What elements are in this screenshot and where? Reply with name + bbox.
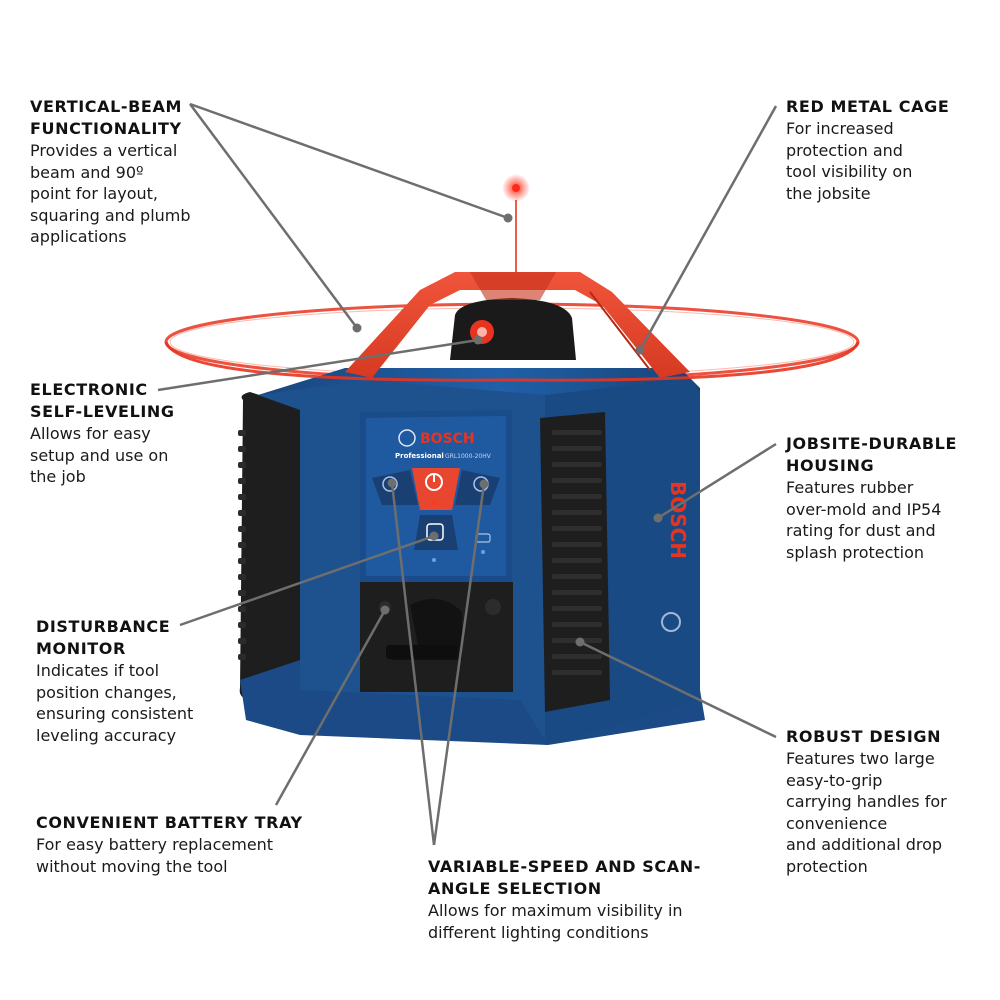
front-series-label: Professional — [395, 452, 444, 460]
callout-title: JOBSITE-DURABLE HOUSING — [786, 434, 958, 475]
callout-convenient-battery-tray: CONVENIENT BATTERY TRAY For easy battery… — [36, 812, 336, 877]
callout-title: ELECTRONIC SELF-LEVELING — [30, 380, 175, 421]
vertical-beam — [502, 174, 530, 278]
beam-dot — [512, 184, 520, 192]
battery-latch — [386, 645, 458, 659]
rotor-and-cage — [345, 272, 690, 378]
callout-jobsite-durable-housing: JOBSITE-DURABLE HOUSING Features rubber … — [786, 433, 996, 563]
front-brand-logo: BOSCH — [420, 431, 475, 447]
callout-description: Provides a vertical beam and 90º point f… — [30, 141, 191, 246]
callout-description: Allows for easy setup and use on the job — [30, 424, 169, 486]
control-panel: BOSCH Professional GRL1000-20HV — [360, 410, 512, 582]
side-brand-logo: BOSCH — [666, 481, 690, 559]
callout-vertical-beam: VERTICAL-BEAM FUNCTIONALITY Provides a v… — [30, 96, 240, 248]
callout-title: VARIABLE-SPEED AND SCAN- ANGLE SELECTION — [428, 857, 701, 898]
callout-title: CONVENIENT BATTERY TRAY — [36, 813, 303, 832]
callout-variable-speed-scan-angle: VARIABLE-SPEED AND SCAN- ANGLE SELECTION… — [428, 856, 728, 943]
power-led — [431, 500, 437, 506]
callout-electronic-self-leveling: ELECTRONIC SELF-LEVELING Allows for easy… — [30, 379, 230, 488]
battery-tray — [360, 582, 513, 692]
power-button — [425, 473, 443, 491]
callout-description: Features rubber over-mold and IP54 ratin… — [786, 478, 942, 562]
callout-description: Features two large easy-to-grip carrying… — [786, 749, 947, 876]
callout-red-metal-cage: RED METAL CAGE For increased protection … — [786, 96, 996, 204]
callout-description: Indicates if tool position changes, ensu… — [36, 661, 194, 745]
callout-description: For increased protection and tool visibi… — [786, 119, 913, 203]
callout-title: RED METAL CAGE — [786, 97, 950, 116]
callout-title: DISTURBANCE MONITOR — [36, 617, 171, 658]
callout-disturbance-monitor: DISTURBANCE MONITOR Indicates if tool po… — [36, 616, 236, 746]
callout-robust-design: ROBUST DESIGN Features two large easy-to… — [786, 726, 996, 877]
leader-lines — [157, 102, 778, 846]
callout-title: ROBUST DESIGN — [786, 727, 942, 746]
left-handle — [238, 392, 300, 700]
callout-description: Allows for maximum visibility in differe… — [428, 901, 683, 942]
front-model-label: GRL1000-20HV — [445, 453, 492, 460]
callout-title: VERTICAL-BEAM FUNCTIONALITY — [30, 97, 182, 138]
callout-description: For easy battery replacement without mov… — [36, 835, 274, 876]
side-brand-emblem — [661, 612, 681, 632]
laser-ring-front — [164, 341, 860, 382]
speed-button — [382, 476, 398, 492]
leader-endpoints — [352, 213, 663, 647]
